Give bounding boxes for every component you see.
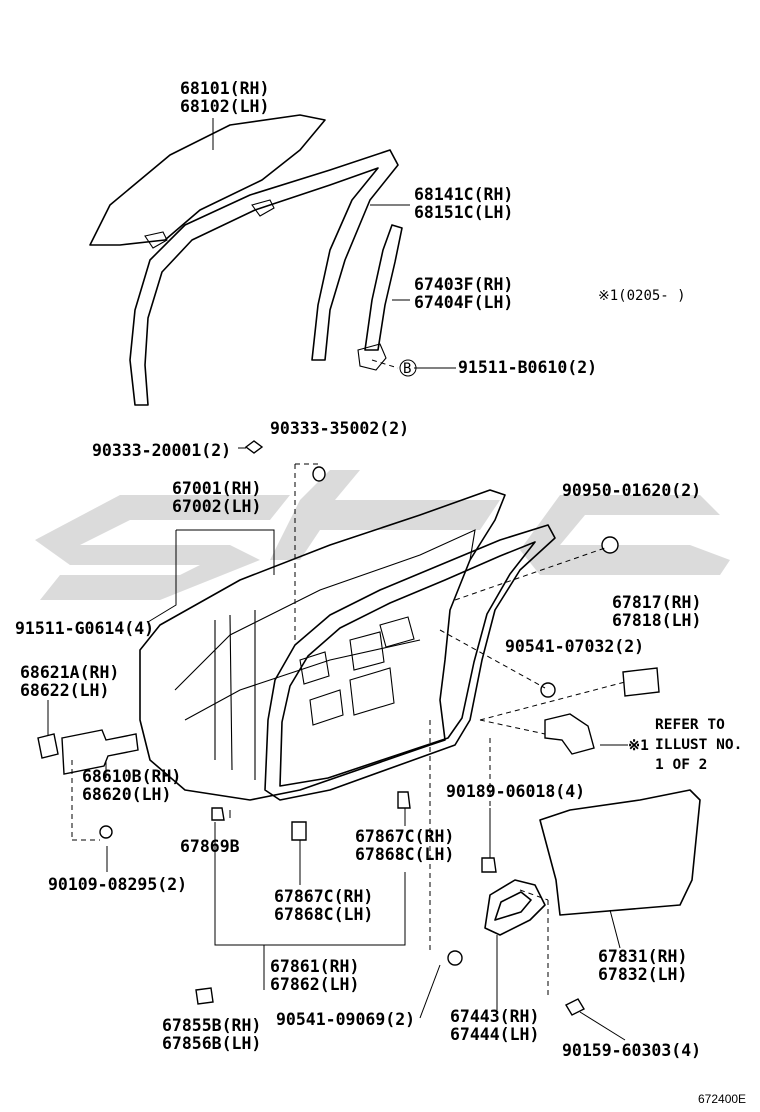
label-glass-rh: 68101(RH) <box>180 79 269 98</box>
plug-07032-part <box>540 682 556 698</box>
refer-part-sketch <box>544 713 595 755</box>
label-date-note: ※1(0205- ) <box>598 288 686 304</box>
label-bolt-20001: 90333-20001(2) <box>92 441 231 460</box>
label-division-bar-rh: 67403F(RH) <box>414 275 513 294</box>
label-weatherstrip-rh: 67861(RH) <box>270 957 359 976</box>
service-hole-cover-part <box>539 789 701 916</box>
label-division-bar-lh: 67404F(LH) <box>414 293 513 312</box>
label-screw-b: 91511-B0610(2) <box>458 358 597 377</box>
bolt-35002-part <box>312 466 326 482</box>
label-stopper-lh: 68622(LH) <box>20 681 109 700</box>
label-weatherstrip-lh: 67862(LH) <box>270 975 359 994</box>
label-grommet-06018: 90189-06018(4) <box>446 782 585 801</box>
clip-67869-part <box>211 807 225 821</box>
cover-67817-part <box>622 667 660 697</box>
label-plug-07032: 90541-07032(2) <box>505 637 644 656</box>
door-shell <box>139 489 506 801</box>
label-refer-marker: ※1 <box>628 738 649 754</box>
callout-labels: 68101(RH) 68102(LH) 68141C(RH) 68151C(LH… <box>15 79 746 1106</box>
clip-67867-a-part <box>291 821 307 841</box>
label-clip-67867-b-lh: 67868C(LH) <box>355 845 454 864</box>
bolt-20001-part <box>244 440 264 454</box>
screw-60303-part <box>565 998 585 1016</box>
watermark <box>35 470 730 600</box>
label-check-assy-rh: 68610B(RH) <box>82 767 181 786</box>
label-clip-67867-a-rh: 67867C(RH) <box>274 887 373 906</box>
label-refer-line3: 1 OF 2 <box>655 757 707 773</box>
leader-lines <box>47 118 628 1041</box>
label-refer-line1: REFER TO <box>655 717 725 733</box>
label-stopper-rh: 68621A(RH) <box>20 663 119 682</box>
label-pad-rh: 67855B(RH) <box>162 1016 261 1035</box>
label-clip-67869: 67869B <box>180 837 240 856</box>
label-clip-67867-b-rh: 67867C(RH) <box>355 827 454 846</box>
pad-67855-part <box>195 987 214 1005</box>
label-bolt-08295: 90109-08295(2) <box>48 875 187 894</box>
bracket-67443-part <box>484 879 546 936</box>
plug-09069-part <box>447 950 463 966</box>
division-bar <box>364 224 403 351</box>
screw-b-marker: B <box>403 361 411 377</box>
label-door-panel-rh: 67001(RH) <box>172 479 261 498</box>
label-check-assy-lh: 68620(LH) <box>82 785 171 804</box>
clip-67867-b-part <box>397 791 411 809</box>
door-weatherstrip <box>264 524 556 801</box>
label-clip-67867-a-lh: 67868C(LH) <box>274 905 373 924</box>
division-bar-bracket <box>357 343 387 371</box>
label-glass-lh: 68102(LH) <box>180 97 269 116</box>
plug-01620-part <box>601 536 619 554</box>
glass-clip-right <box>251 199 275 217</box>
label-bolt-35002: 90333-35002(2) <box>270 419 409 438</box>
hinge-bolt-head <box>99 825 113 839</box>
label-pad-lh: 67856B(LH) <box>162 1034 261 1053</box>
label-plug-01620: 90950-01620(2) <box>562 481 701 500</box>
door-stopper <box>37 733 59 759</box>
label-door-panel-lh: 67002(LH) <box>172 497 261 516</box>
label-cover-right-rh: 67817(RH) <box>612 593 701 612</box>
screw-b-marker-circle <box>399 359 417 377</box>
label-hinge-bolt: 91511-G0614(4) <box>15 619 154 638</box>
label-bracket-lh: 67444(LH) <box>450 1025 539 1044</box>
door-glass <box>89 114 326 246</box>
label-glass-run-rh: 68141C(RH) <box>414 185 513 204</box>
glass-clip-left <box>144 231 168 249</box>
label-screw-60303: 90159-60303(4) <box>562 1041 701 1060</box>
figure-code: 672400E <box>698 1092 746 1106</box>
label-bracket-rh: 67443(RH) <box>450 1007 539 1026</box>
label-service-cover-rh: 67831(RH) <box>598 947 687 966</box>
label-plug-09069: 90541-09069(2) <box>276 1010 415 1029</box>
door-check <box>61 729 139 775</box>
label-cover-right-lh: 67818(LH) <box>612 611 701 630</box>
label-refer-line2: ILLUST NO. <box>655 737 742 753</box>
label-glass-run-lh: 68151C(LH) <box>414 203 513 222</box>
grommet-06018-part <box>481 857 497 873</box>
label-service-cover-lh: 67832(LH) <box>598 965 687 984</box>
glass-run <box>129 149 399 406</box>
